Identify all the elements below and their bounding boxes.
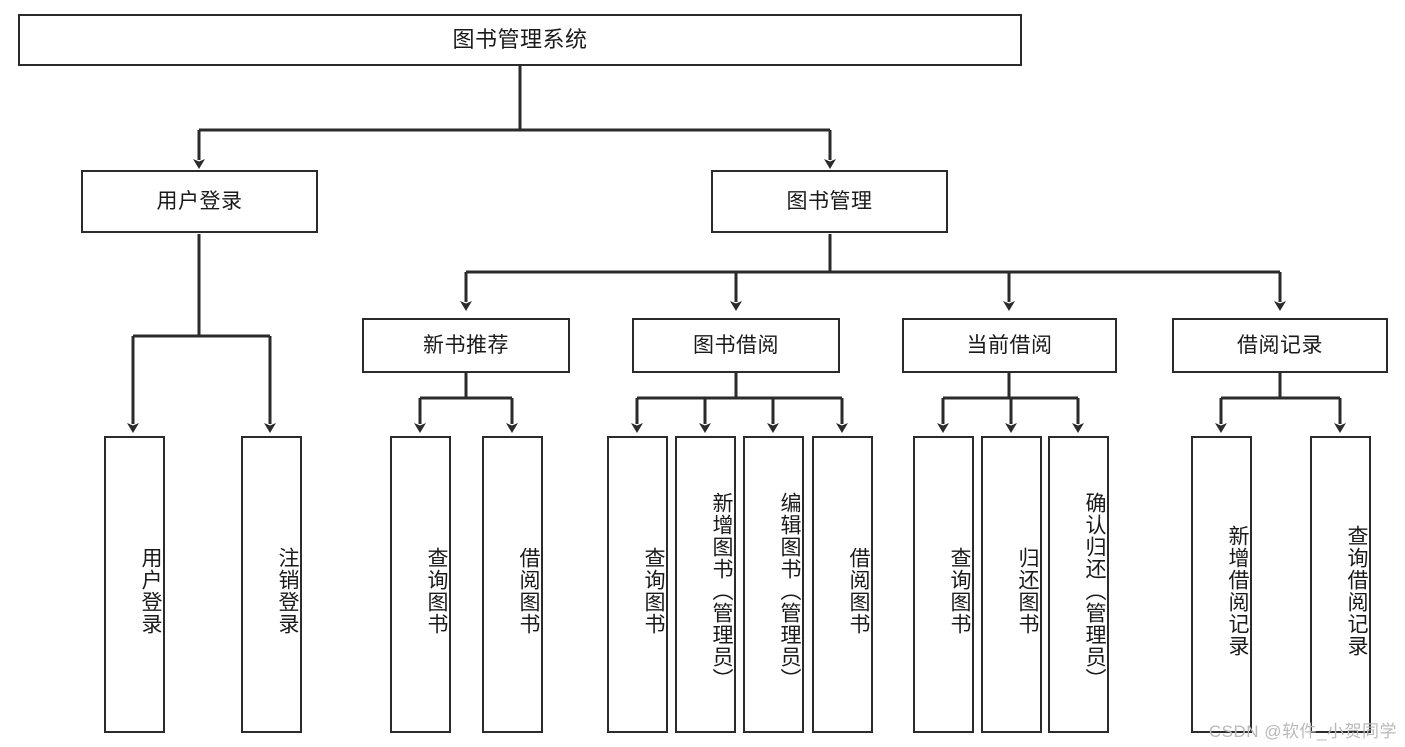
node-leaf-user-login-label: 用户登录	[139, 546, 162, 635]
node-user-login[interactable]: 用户登录	[81, 170, 318, 233]
node-leaf-query-book-2[interactable]: 查询图书	[607, 436, 668, 733]
node-leaf-query-record-label: 查询借阅记录	[1345, 524, 1368, 657]
node-leaf-add-record-label: 新增借阅记录	[1226, 524, 1249, 657]
node-root[interactable]: 图书管理系统	[18, 14, 1022, 66]
node-leaf-borrow-book-2-label: 借阅图书	[847, 546, 870, 635]
node-leaf-edit-book-label: 编辑图书（管理员）	[778, 491, 801, 690]
node-leaf-query-book-1-label: 查询图书	[425, 546, 448, 635]
node-leaf-borrow-book-1[interactable]: 借阅图书	[482, 436, 543, 733]
node-book-borrow[interactable]: 图书借阅	[632, 318, 840, 373]
node-borrow-record[interactable]: 借阅记录	[1172, 318, 1388, 373]
node-leaf-confirm-return-label: 确认归还（管理员）	[1083, 491, 1106, 690]
node-new-book-recommend[interactable]: 新书推荐	[362, 318, 570, 373]
node-borrow-record-label: 借阅记录	[1237, 333, 1323, 357]
node-leaf-borrow-book-2[interactable]: 借阅图书	[812, 436, 873, 733]
node-book-borrow-label: 图书借阅	[693, 333, 779, 357]
node-book-manage-label: 图书管理	[786, 189, 873, 213]
node-book-manage[interactable]: 图书管理	[711, 170, 948, 233]
node-leaf-query-book-1[interactable]: 查询图书	[390, 436, 451, 733]
node-leaf-logout[interactable]: 注销登录	[241, 436, 302, 733]
node-leaf-logout-label: 注销登录	[276, 546, 299, 635]
node-leaf-query-book-2-label: 查询图书	[642, 546, 665, 635]
node-leaf-edit-book[interactable]: 编辑图书（管理员）	[743, 436, 804, 733]
node-current-borrow[interactable]: 当前借阅	[902, 318, 1117, 373]
node-leaf-query-book-3-label: 查询图书	[948, 546, 971, 635]
node-leaf-query-record[interactable]: 查询借阅记录	[1310, 436, 1371, 733]
node-root-label: 图书管理系统	[452, 26, 588, 52]
node-leaf-query-book-3[interactable]: 查询图书	[913, 436, 974, 733]
node-current-borrow-label: 当前借阅	[966, 333, 1053, 357]
node-leaf-add-record[interactable]: 新增借阅记录	[1191, 436, 1252, 733]
node-user-login-label: 用户登录	[156, 189, 243, 213]
node-leaf-user-login[interactable]: 用户登录	[104, 436, 165, 733]
node-leaf-confirm-return[interactable]: 确认归还（管理员）	[1048, 436, 1109, 733]
node-leaf-add-book-label: 新增图书（管理员）	[710, 491, 733, 690]
node-leaf-borrow-book-1-label: 借阅图书	[517, 546, 540, 635]
node-leaf-return-book-label: 归还图书	[1016, 546, 1039, 635]
node-leaf-return-book[interactable]: 归还图书	[981, 436, 1042, 733]
node-leaf-add-book[interactable]: 新增图书（管理员）	[675, 436, 736, 733]
node-new-book-recommend-label: 新书推荐	[423, 333, 509, 357]
